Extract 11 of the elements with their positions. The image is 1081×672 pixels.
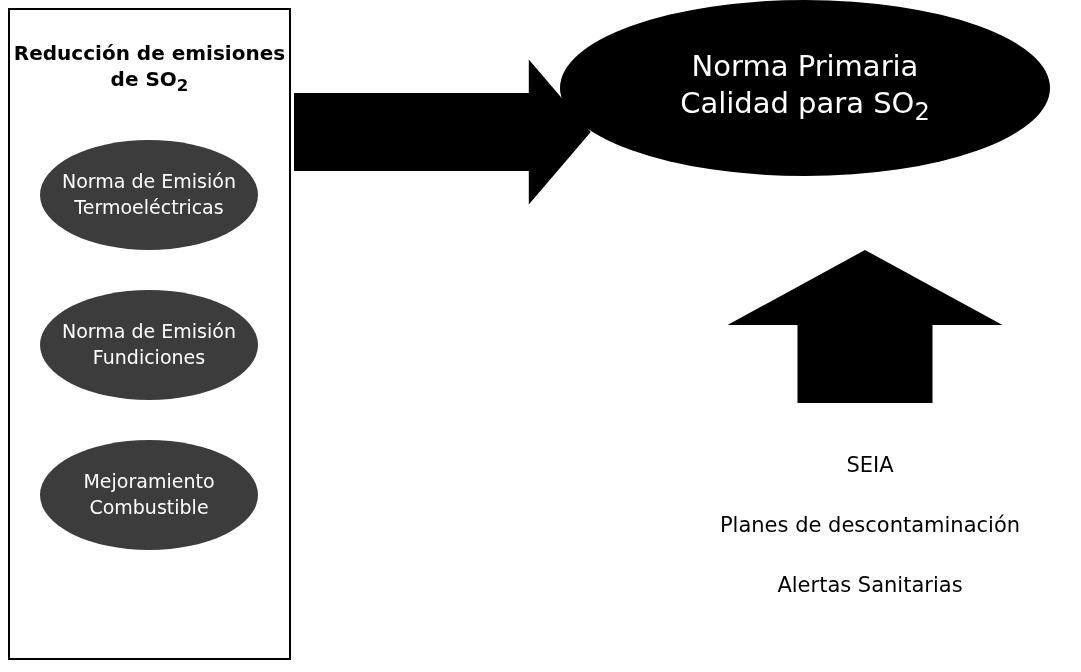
block-arrow: [727, 250, 1003, 403]
block-arrow: [294, 59, 591, 205]
group-box: [8, 8, 291, 660]
heading: Reducción de emisiones de SO$_{2}$: [12, 40, 287, 97]
label: Planes de descontaminación: [719, 513, 1021, 537]
label: Norma de Emisión Fundiciones: [61, 319, 237, 370]
label: SEIA: [846, 453, 894, 477]
label: Alertas Sanitarias: [777, 573, 963, 597]
label: Norma de Emisión Termoeléctricas: [61, 169, 237, 220]
label: Norma Primaria Calidad para SO$_{2}$: [679, 47, 931, 129]
label: Mejoramiento Combustible: [82, 469, 216, 520]
